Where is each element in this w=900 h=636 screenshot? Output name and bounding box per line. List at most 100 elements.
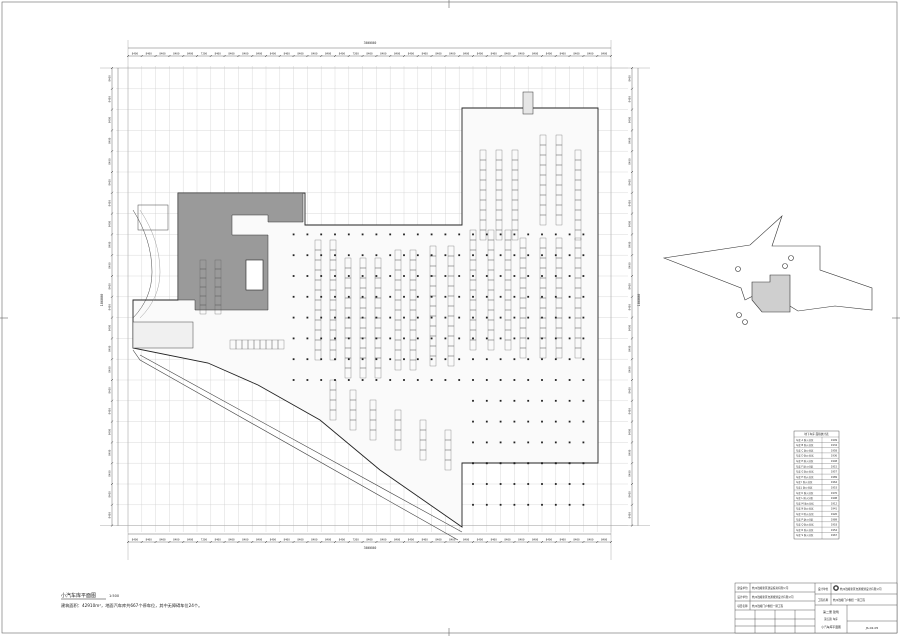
- structural-column: [485, 316, 488, 319]
- structural-columns: [292, 233, 585, 506]
- bay-dimension-label: 8400: [587, 538, 594, 542]
- structural-column: [513, 420, 516, 423]
- structural-column: [582, 337, 585, 340]
- structural-column: [554, 420, 557, 423]
- bay-dimension-label: 8400: [108, 200, 112, 207]
- structural-column: [499, 316, 502, 319]
- bay-dimension-label: 8400: [228, 52, 235, 56]
- structural-column: [568, 379, 571, 381]
- structural-column: [485, 420, 488, 423]
- structural-column: [361, 379, 364, 381]
- bay-dimension-label: 8400: [108, 179, 112, 186]
- stats-row-value: 1926: [831, 513, 838, 516]
- bay-dimension-label: 8400: [628, 220, 632, 227]
- key-plan: [662, 215, 873, 325]
- structural-column: [554, 462, 557, 465]
- bay-dimension-label: 8400: [560, 52, 567, 56]
- bay-dimension-label: 8400: [108, 283, 112, 290]
- structural-column: [582, 316, 585, 319]
- structural-column: [513, 441, 516, 444]
- structural-column: [513, 358, 516, 361]
- bay-dimension-label: 8400: [628, 512, 632, 519]
- structural-column: [320, 275, 323, 277]
- bay-dimension-label: 8400: [628, 408, 632, 415]
- parking-stall: [329, 409, 337, 421]
- bay-dimension-label: 8400: [628, 137, 632, 144]
- key-plan-site-outline: [662, 215, 873, 312]
- structural-column: [292, 233, 295, 236]
- bay-dimension-label: 8400: [380, 538, 387, 542]
- structural-column: [472, 462, 474, 465]
- parking-stalls: [199, 134, 582, 471]
- structural-column: [389, 337, 392, 340]
- structural-column: [389, 275, 392, 277]
- bay-dimension-label: 8400: [628, 304, 632, 311]
- parking-stall: [199, 304, 207, 315]
- bay-dimension-label: 8400: [408, 52, 415, 56]
- structural-column: [472, 316, 474, 319]
- area-note: 建筑面积：42910m²，地面汽车库共667个停车位，其中无障碍车位24个。: [61, 602, 202, 609]
- structural-column: [554, 379, 557, 381]
- parking-stall: [487, 339, 495, 351]
- structural-column: [472, 275, 474, 277]
- stats-row-value: 1941: [831, 508, 838, 511]
- bay-dimension-label: 8400: [587, 52, 594, 56]
- structural-column: [458, 337, 461, 340]
- structural-column: [347, 295, 350, 298]
- structural-column: [306, 337, 309, 340]
- bay-dimension-label: 8400: [108, 449, 112, 456]
- core-stair-1: [245, 259, 264, 291]
- bay-dimension-label: 8400: [187, 52, 194, 56]
- structural-column: [334, 295, 336, 298]
- small-room-left: [137, 204, 169, 231]
- structural-column: [430, 233, 433, 236]
- structural-column: [334, 316, 336, 319]
- bay-dimension-label: 8400: [504, 538, 511, 542]
- bay-dimension-label: 8400: [108, 96, 112, 103]
- structural-column: [403, 379, 405, 381]
- structural-column: [485, 233, 488, 236]
- structural-column: [375, 337, 378, 340]
- designer-row-value: 杭州钱塘新区交通规划设计有限公司: [752, 595, 794, 599]
- structural-column: [582, 233, 585, 236]
- structural-column: [347, 233, 350, 236]
- bay-dimension-label: 8400: [215, 538, 222, 542]
- structural-column: [527, 233, 530, 236]
- structural-column: [582, 254, 585, 257]
- stats-row-value: 1957: [831, 471, 838, 474]
- structural-column: [334, 275, 336, 277]
- structural-column: [541, 358, 543, 361]
- sheet-number: JS-02-05: [865, 626, 879, 630]
- structural-column: [444, 358, 447, 361]
- structural-column: [499, 295, 502, 298]
- structural-column: [292, 358, 295, 361]
- structural-column: [499, 254, 502, 257]
- structural-column: [485, 503, 488, 506]
- structural-column: [347, 358, 350, 361]
- bay-dimension-label: 8400: [187, 538, 194, 542]
- structural-column: [444, 233, 447, 236]
- structural-column: [499, 379, 502, 381]
- structural-column: [306, 316, 309, 319]
- bay-dimension-label: 8400: [477, 52, 484, 56]
- bay-dimension-label: 8400: [546, 538, 553, 542]
- bay-dimension-label: 8400: [491, 538, 498, 542]
- dimension-chain-left: 8400840084008400840084008400840084008400…: [108, 66, 119, 527]
- firm-name: 杭州钱塘新区交通规划设计有限公司: [840, 587, 882, 591]
- structural-column: [375, 295, 378, 298]
- bay-dimension-label: 8400: [242, 52, 249, 56]
- parking-stall: [344, 367, 352, 379]
- bay-dimension-label: 8400: [601, 538, 608, 542]
- structural-column: [320, 379, 323, 381]
- bay-dimension-label: 8400: [463, 52, 470, 56]
- bay-dimension-label: 8400: [270, 52, 277, 56]
- parking-stall: [277, 339, 285, 350]
- bay-dimension-label: 8400: [518, 538, 525, 542]
- structural-column: [347, 275, 350, 277]
- bay-dimension-label: 8400: [108, 512, 112, 519]
- stats-row-label: 车库 L 防火分区: [796, 496, 814, 500]
- structural-column: [485, 358, 488, 361]
- bay-dimension-label: 8400: [366, 52, 373, 56]
